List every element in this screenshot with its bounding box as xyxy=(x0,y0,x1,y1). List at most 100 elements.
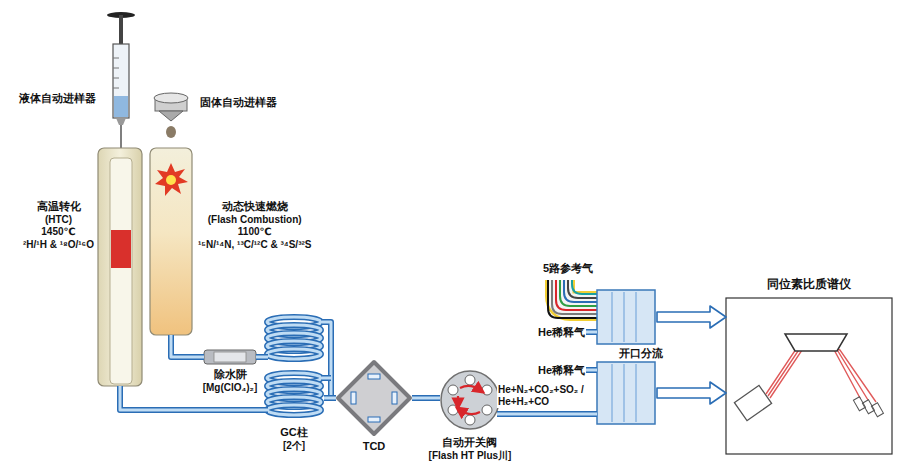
node-label: 固体自动进样器 xyxy=(200,96,277,110)
flash-combustion-tube-part xyxy=(166,175,176,185)
liquid-autosampler-syringe-part xyxy=(113,68,119,69)
node-label: [Flash HT Plus川] xyxy=(429,450,512,463)
node-label: (Flash Combustion) xyxy=(198,214,311,227)
node-label: 液体自动进样器 xyxy=(19,92,96,106)
helium-inlets-part xyxy=(586,367,597,373)
node-label: ²H/¹H & ¹⁸O/¹⁶O xyxy=(23,239,94,252)
switch-valve-part xyxy=(448,405,458,415)
irms-instrument: 同位素比质谱仪 xyxy=(726,298,892,454)
reference-gas-line xyxy=(568,280,597,298)
htc-reactor: 高温转化(HTC)1450℃²H/¹H & ¹⁸O/¹⁶O xyxy=(98,148,142,386)
reference-gas-line xyxy=(572,280,597,294)
gas-pipe-wall xyxy=(256,354,264,360)
flash-combustion-tube-part xyxy=(155,163,188,196)
helium-inlets-part xyxy=(586,369,597,372)
reference-gas-line xyxy=(552,280,597,314)
liquid-autosampler-syringe xyxy=(107,12,135,166)
switch-valve-part xyxy=(457,396,459,404)
gas-pipe-wall xyxy=(412,395,440,401)
gas-pipe-core xyxy=(324,397,336,400)
label-group: 自动开关阀[Flash HT Plus川] xyxy=(429,436,512,462)
gas-pipe-wall xyxy=(497,411,597,417)
coil-loop xyxy=(267,349,321,359)
open-split-boxes-part xyxy=(597,362,655,424)
irms-box-part xyxy=(853,397,865,411)
label-group: TCD xyxy=(363,440,386,454)
liquid-autosampler-syringe-part xyxy=(113,58,119,59)
coil-loop xyxy=(267,405,321,415)
irms-box-part xyxy=(862,400,874,414)
gas-pipe-wall xyxy=(324,395,336,401)
node-label: GC柱 xyxy=(280,426,308,440)
switch-valve-part xyxy=(460,410,480,414)
coil-outlet-pipes-part xyxy=(321,377,331,380)
tcd-detector xyxy=(338,362,410,434)
irms-box-part xyxy=(785,334,847,351)
liquid-autosampler-syringe-part xyxy=(114,96,128,117)
tcd-detector: TCD xyxy=(336,360,412,436)
gas-pipe-wall xyxy=(171,335,204,357)
node-label: 自动开关阀 xyxy=(429,436,512,450)
flash-reactor: 动态快速燃烧(Flash Combustion)1100℃¹⁵N/¹⁴N, ¹³… xyxy=(150,148,192,335)
tcd-detector-part xyxy=(368,374,380,379)
node-label: TCD xyxy=(363,440,386,454)
gas-pipe-core xyxy=(497,413,597,416)
node-label: ¹⁵N/¹⁴N, ¹³C/¹²C & ³⁴S/³²S xyxy=(198,239,311,252)
switch-valve xyxy=(441,371,499,429)
water-trap-part xyxy=(214,352,246,362)
helium-inlets-part xyxy=(586,329,597,335)
label-group: 除水阱[Mg(ClO₄)₂] xyxy=(203,368,258,394)
gas-pipe xyxy=(412,398,440,399)
node-label: 高温转化 xyxy=(23,200,94,214)
label-group: 高温转化(HTC)1450℃²H/¹H & ¹⁸O/¹⁶O xyxy=(23,200,94,251)
reference-gas-line xyxy=(564,280,597,302)
solid-autosampler-part xyxy=(159,111,183,121)
liquid-autosampler-syringe-part xyxy=(116,118,126,125)
reference-gas-bundle xyxy=(548,280,597,318)
edge-label: He+N₂+CO₂+SO₂ / He+H₂+CO xyxy=(497,384,589,408)
reference-gas-band xyxy=(560,280,597,306)
switch-valve-part xyxy=(460,386,480,390)
irms-box-part xyxy=(726,298,892,454)
tcd-detector-part xyxy=(338,362,410,434)
liquid-autosampler-syringe-part xyxy=(113,88,119,89)
irms-box xyxy=(726,298,892,454)
switch-valve-part xyxy=(482,405,492,415)
open-split-upper: He稀释气开口分流 xyxy=(597,290,655,344)
node-label: 1450℃ xyxy=(23,226,94,239)
liquid-autosampler-syringe-part xyxy=(113,78,119,79)
reference-gas-line xyxy=(560,280,597,306)
switch-valve-part xyxy=(465,375,475,385)
coil-loop xyxy=(267,349,321,359)
flash-combustion-tube xyxy=(150,148,192,335)
gas-pipe-core xyxy=(412,397,440,400)
liquid-autosampler-syringe-part xyxy=(119,15,123,45)
water-trap-part xyxy=(204,350,256,364)
coil-outlet-pipes xyxy=(262,322,331,410)
node-label: He稀释气 xyxy=(538,326,585,340)
htc-reactor-tube-part xyxy=(98,148,142,386)
switch-valve-part xyxy=(448,385,458,395)
node-label: 开口分流 xyxy=(619,347,663,361)
reference-gas-band xyxy=(560,280,597,306)
gc-column-coils xyxy=(267,317,321,415)
gas-pipe xyxy=(497,414,597,415)
helium-inlets-part xyxy=(586,331,597,334)
gas-pipe-core xyxy=(256,356,264,359)
node-label: 1100℃ xyxy=(198,226,311,239)
reference-gas-line xyxy=(556,280,597,310)
irms-box-part xyxy=(871,403,883,417)
solid-autosampler: 固体自动进样器 xyxy=(150,92,192,140)
node-label: [Mg(ClO₄)₂] xyxy=(203,382,258,395)
open-split-boxes-part xyxy=(597,290,655,344)
gas-pipe xyxy=(324,398,336,399)
irms-box-part xyxy=(734,385,771,420)
solid-autosampler xyxy=(154,93,188,138)
label-group: 动态快速燃烧(Flash Combustion)1100℃¹⁵N/¹⁴N, ¹³… xyxy=(198,200,311,251)
flash-combustion-tube-part xyxy=(150,148,192,335)
gas-pipe-core xyxy=(171,335,204,357)
node-label: He稀释气 xyxy=(538,364,585,378)
node-label: 动态快速燃烧 xyxy=(198,200,311,214)
